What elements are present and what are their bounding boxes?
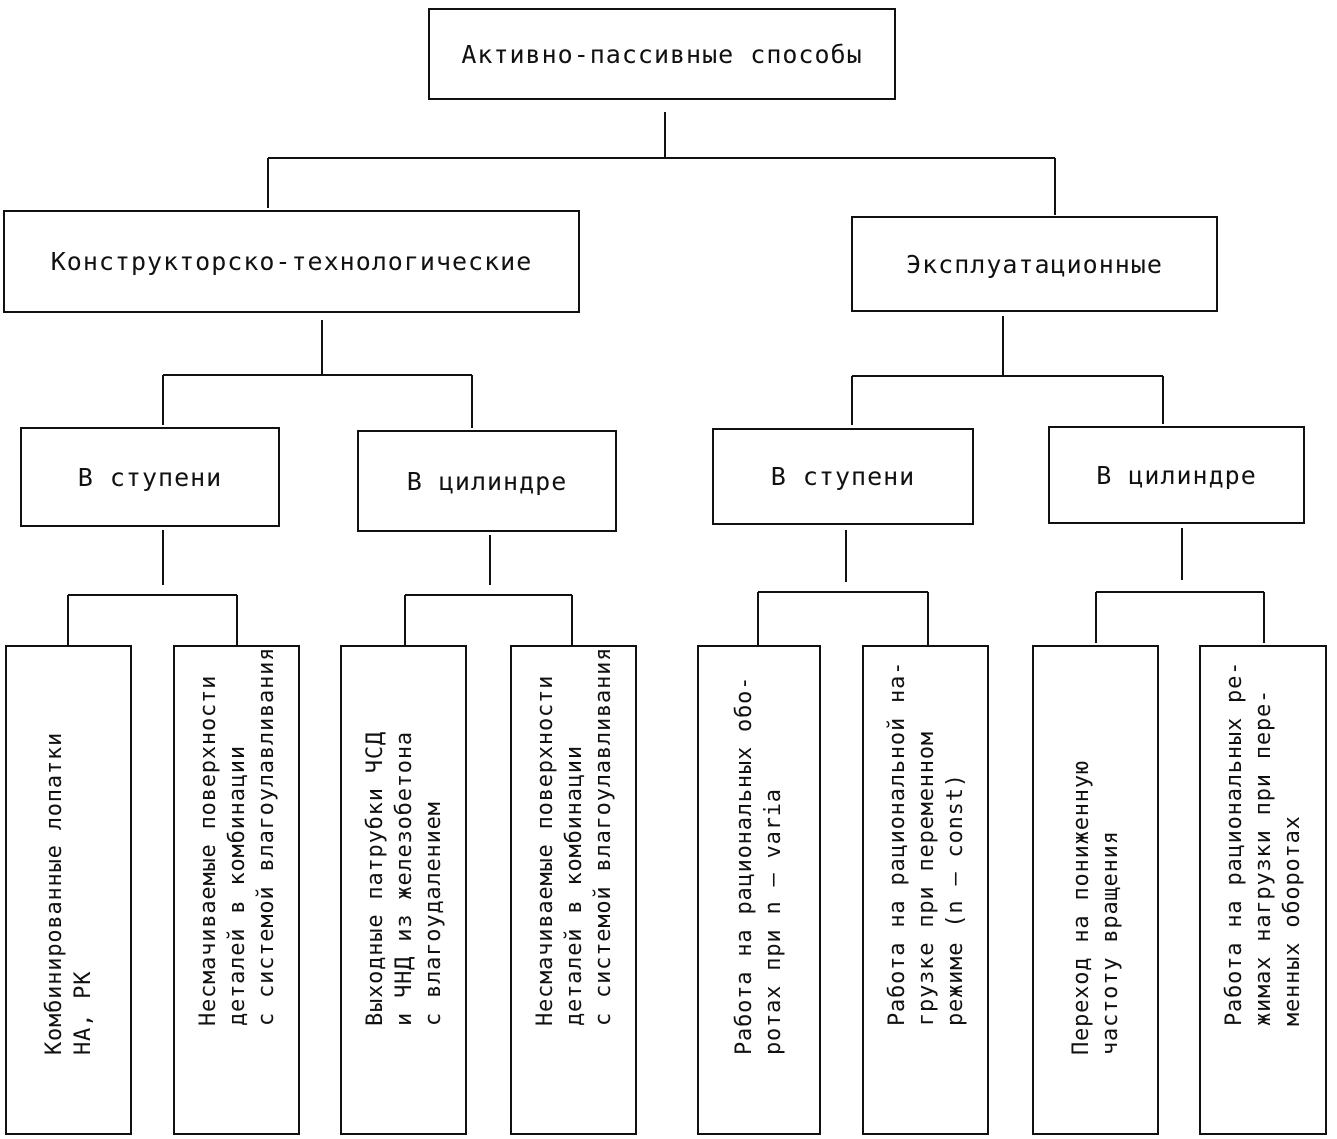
- subgroup-node-label: В ступени: [770, 462, 916, 491]
- leaf-text-line: Несмачиваемые поверхности: [532, 674, 558, 1026]
- subgroup-node-design-cylinder: В цилиндре: [357, 430, 617, 532]
- leaf-text-line: режиме (n — const): [942, 773, 968, 1026]
- group-node-design-technological: Конструкторско-технологические: [3, 210, 580, 313]
- leaf-text-line: Комбинированные лопатки: [41, 731, 67, 1055]
- group-node-label: Эксплуатационные: [906, 249, 1163, 279]
- leaf-text-line: деталей в комбинации: [224, 745, 250, 1026]
- leaf-text-line: Выходные патрубки ЧСД: [362, 731, 388, 1026]
- leaf-text-line: жимах нагрузки при пере-: [1251, 688, 1276, 1026]
- leaf-text-line: Работа на рациональной на-: [884, 660, 910, 1026]
- subgroup-node-label: В цилиндре: [1096, 460, 1257, 490]
- subgroup-node-operational-cylinder: В цилиндре: [1048, 426, 1305, 524]
- leaf-text-line: Работа на рациональных ре-: [1222, 660, 1247, 1026]
- group-node-label: Конструкторско-технологические: [50, 247, 533, 276]
- subgroup-node-design-stage: В ступени: [20, 427, 280, 527]
- leaf-text-line: и ЧНД из железобетона: [391, 731, 417, 1026]
- leaf-reduced-speed: Переход на пониженную частоту вращения: [1032, 645, 1159, 1135]
- leaf-text-line: Переход на пониженную: [1068, 760, 1094, 1055]
- leaf-rational-rpm: Работа на рациональных обо- ротах при n …: [697, 645, 821, 1135]
- leaf-text-line: с влагоудалением: [420, 801, 446, 1026]
- root-node-label: Активно-пассивные способы: [461, 39, 863, 69]
- leaf-text-line: грузке при переменном: [913, 731, 939, 1026]
- leaf-combined-blades: Комбинированные лопатки НА, РК: [5, 645, 132, 1135]
- leaf-text-line: с системой влагоулавливания: [590, 646, 616, 1026]
- leaf-rational-load-modes: Работа на рациональных ре- жимах нагрузк…: [1199, 645, 1327, 1135]
- root-node: Активно-пассивные способы: [428, 8, 896, 100]
- subgroup-node-label: В ступени: [77, 462, 223, 492]
- leaf-text-line: с системой влагоулавливания: [253, 646, 279, 1026]
- leaf-text-line: менных оборотах: [1280, 815, 1305, 1026]
- leaf-nonwetting-surfaces-stage: Несмачиваемые поверхности деталей в комб…: [173, 645, 300, 1135]
- leaf-text-line: Работа на рациональных обо-: [732, 675, 757, 1055]
- leaf-text-line: частоту вращения: [1097, 830, 1123, 1055]
- group-node-operational: Эксплуатационные: [851, 216, 1218, 312]
- leaf-nonwetting-surfaces-cylinder: Несмачиваемые поверхности деталей в комб…: [510, 645, 637, 1135]
- leaf-text-line: Несмачиваемые поверхности: [195, 674, 221, 1026]
- subgroup-node-label: В цилиндре: [406, 466, 568, 496]
- leaf-exhaust-pipes: Выходные патрубки ЧСД и ЧНД из железобет…: [340, 645, 467, 1135]
- subgroup-node-operational-stage: В ступени: [712, 428, 974, 525]
- leaf-rational-load: Работа на рациональной на- грузке при пе…: [862, 645, 989, 1135]
- leaf-text-line: деталей в комбинации: [561, 745, 587, 1026]
- leaf-text-line: НА, РК: [70, 970, 96, 1055]
- leaf-text-line: ротах при n — varia: [761, 788, 786, 1055]
